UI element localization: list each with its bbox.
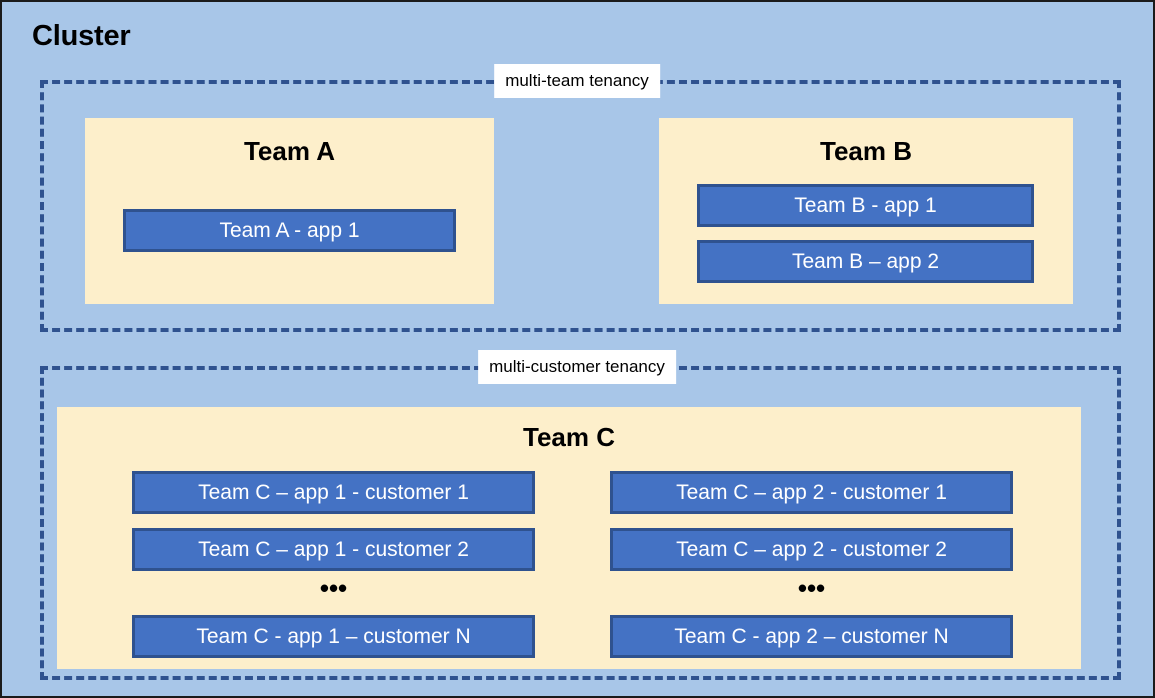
tenancy-group-label-multi-customer: multi-customer tenancy — [478, 350, 676, 384]
ellipsis-marker-app-2: ••• — [797, 573, 826, 603]
team-title-team-c: Team C — [523, 422, 615, 452]
tenancy-group-label-multi-team: multi-team tenancy — [494, 64, 660, 98]
app-box-team-c-app2-customerN[interactable]: Team C - app 2 – customer N — [610, 615, 1013, 658]
app-box-team-b-app-1[interactable]: Team B - app 1 — [697, 184, 1034, 227]
ellipsis-marker-app-1: ••• — [319, 573, 348, 603]
app-box-team-c-app2-customer1[interactable]: Team C – app 2 - customer 1 — [610, 471, 1013, 514]
app-box-team-c-app1-customerN[interactable]: Team C - app 1 – customer N — [132, 615, 535, 658]
team-panel-team-b: Team B Team B - app 1 Team B – app 2 — [659, 118, 1073, 304]
app-box-team-a-app-1[interactable]: Team A - app 1 — [123, 209, 456, 252]
app-box-team-c-app1-customer1[interactable]: Team C – app 1 - customer 1 — [132, 471, 535, 514]
team-panel-team-c: Team C Team C – app 1 - customer 1 Team … — [57, 407, 1081, 669]
app-box-team-c-app2-customer2[interactable]: Team C – app 2 - customer 2 — [610, 528, 1013, 571]
team-title-team-b: Team B — [820, 136, 912, 166]
team-title-team-a: Team A — [243, 136, 336, 166]
team-panel-team-a: Team A Team A - app 1 — [85, 118, 494, 304]
app-box-team-c-app1-customer2[interactable]: Team C – app 1 - customer 2 — [132, 528, 535, 571]
cluster-title: Cluster — [32, 20, 131, 52]
app-box-team-b-app-2[interactable]: Team B – app 2 — [697, 240, 1034, 283]
